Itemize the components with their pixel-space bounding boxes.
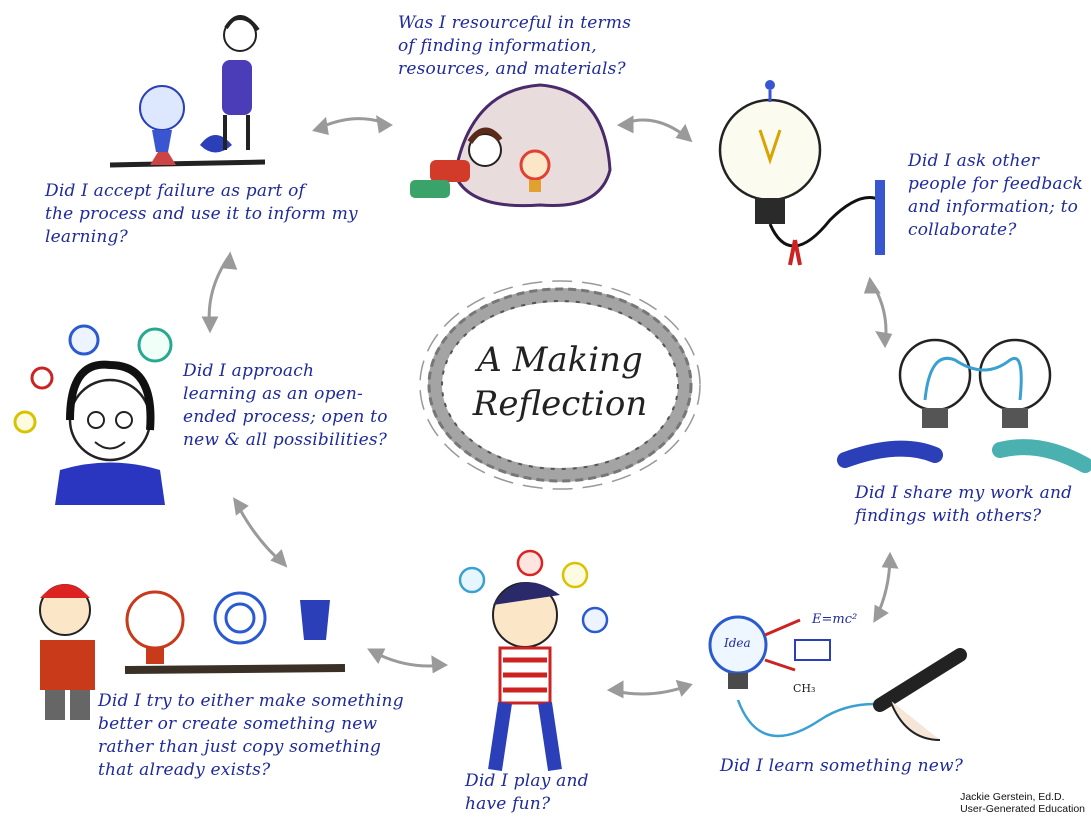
question-line: learning? <box>45 227 128 247</box>
question-line: Did I ask other <box>908 151 1040 171</box>
question-feedback: Did I ask other people for feedback and … <box>908 150 1088 242</box>
question-line: Did I approach <box>183 361 315 381</box>
credit-org: User-Generated Education <box>960 803 1085 815</box>
question-learn: Did I learn something new? <box>720 755 970 778</box>
learn-drawing <box>708 615 967 741</box>
play-drawing <box>458 549 609 772</box>
question-line: the process and use it to inform my <box>45 204 358 224</box>
question-line: resources, and materials? <box>398 59 626 79</box>
question-line: of finding information, <box>398 36 597 56</box>
question-line: rather than just copy something <box>98 737 382 757</box>
question-line: better or create something new <box>98 714 378 734</box>
question-line: Was I resourceful in terms <box>398 13 632 33</box>
question-line: Did I accept failure as part of <box>45 181 306 201</box>
question-line: Did I play and <box>465 771 589 791</box>
idea-label: Idea <box>724 636 751 650</box>
feedback-drawing <box>718 80 885 266</box>
question-play: Did I play and have fun? <box>465 770 625 816</box>
question-line: that already exists? <box>98 760 271 780</box>
approach-drawing <box>13 324 173 505</box>
question-line: learning as an open- <box>183 384 364 404</box>
credit-name: Jackie Gerstein, Ed.D. <box>960 791 1065 803</box>
question-line: people for feedback <box>908 174 1083 194</box>
question-share: Did I share my work and findings with ot… <box>855 482 1087 528</box>
center-title: A Making Reflection <box>460 338 660 426</box>
resourceful-drawing <box>410 83 612 208</box>
author-credit: Jackie Gerstein, Ed.D. User-Generated Ed… <box>960 791 1085 815</box>
question-line: findings with others? <box>855 506 1042 526</box>
question-approach: Did I approach learning as an open- ende… <box>183 360 413 452</box>
question-line: Did I learn something new? <box>720 756 964 776</box>
share-drawing <box>837 338 1091 473</box>
question-line: ended process; open to <box>183 407 388 427</box>
question-line: Did I try to either make something <box>98 691 404 711</box>
question-create: Did I try to either make something bette… <box>98 690 418 782</box>
title-line-1: A Making <box>477 340 643 380</box>
central-oval <box>419 280 701 490</box>
chem-label: CH₃ <box>793 682 816 695</box>
question-line: new & all possibilities? <box>183 430 388 450</box>
formula-label: E=mc² <box>812 612 858 627</box>
question-line: Did I share my work and <box>855 483 1073 503</box>
create-drawing <box>39 584 346 720</box>
question-line: collaborate? <box>908 220 1017 240</box>
failure-drawing <box>109 15 266 168</box>
question-failure: Did I accept failure as part of the proc… <box>45 180 375 249</box>
title-line-2: Reflection <box>472 384 648 424</box>
question-line: and information; to <box>908 197 1079 217</box>
question-line: have fun? <box>465 794 551 814</box>
question-resourceful: Was I resourceful in terms of finding in… <box>398 12 638 81</box>
cycle-arrows <box>201 115 899 699</box>
